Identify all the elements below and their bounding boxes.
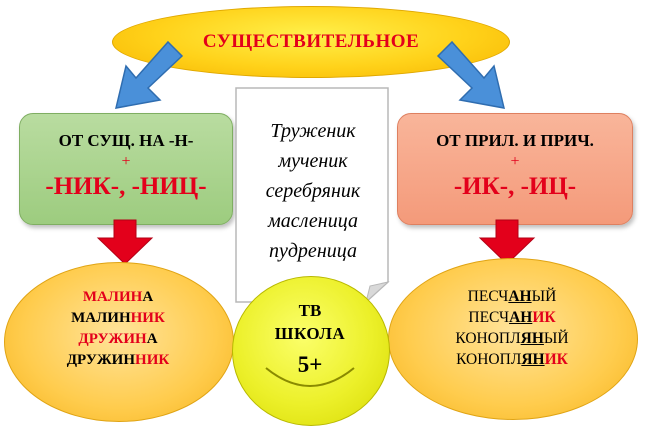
top-ellipse: СУЩЕСТВИТЕЛЬНОЕ (112, 6, 510, 78)
left-red-arrow-icon (96, 219, 154, 265)
left-rule-plus: + (121, 153, 131, 170)
smiley-logo (232, 276, 390, 426)
example-word: МАЛИННИК (71, 310, 165, 326)
logo-text: ТВ ШКОЛА 5+ (232, 300, 388, 380)
example-word: МАЛИНА (82, 289, 154, 305)
left-rule-box: ОТ СУЩ. НА -Н- + -НИК-, -НИЦ- (19, 113, 233, 225)
logo-line-grade: 5+ (297, 352, 323, 377)
left-blue-arrow-icon (115, 40, 184, 109)
logo-line-tv: ТВ (298, 301, 322, 320)
exception-word: пудреница (269, 240, 357, 262)
right-rule-plus: + (510, 153, 520, 170)
right-examples: ПЕСЧАНЫЙ ПЕСЧАНИК КОНОПЛЯНЫЙ КОНОПЛЯНИК (400, 286, 624, 370)
example-word: ПЕСЧАНЫЙ (467, 288, 557, 305)
exception-word: масленица (268, 210, 358, 232)
left-rule-suffix: -НИК-, -НИЦ- (45, 173, 207, 200)
example-word: ДРУЖИНА (78, 331, 158, 347)
left-rule-text: ОТ СУЩ. НА -Н- (58, 131, 194, 150)
logo-line-school: ШКОЛА (274, 324, 346, 343)
right-blue-arrow-icon (436, 40, 505, 109)
exception-word: Труженик (270, 120, 356, 142)
exception-word: мученик (278, 150, 348, 172)
diagram-title: СУЩЕСТВИТЕЛЬНОЕ (202, 31, 420, 52)
right-rule-box: ОТ ПРИЛ. И ПРИЧ. + -ИК-, -ИЦ- (397, 113, 633, 225)
example-word: ДРУЖИННИК (66, 352, 170, 368)
smile-icon (265, 367, 355, 387)
exceptions-list: Труженик мученик серебряник масленица пу… (238, 116, 388, 266)
example-word: КОНОПЛЯНИК (456, 351, 568, 368)
left-examples: МАЛИНА МАЛИННИК ДРУЖИНА ДРУЖИННИК (20, 287, 216, 371)
exceptions-note (235, 87, 390, 304)
right-examples-ellipse (388, 258, 638, 420)
example-word: ПЕСЧАНИК (468, 309, 556, 326)
right-rule-suffix: -ИК-, -ИЦ- (453, 173, 577, 200)
example-word: КОНОПЛЯНЫЙ (455, 330, 569, 347)
right-red-arrow-icon (478, 219, 536, 265)
exception-word: серебряник (265, 180, 361, 202)
right-rule-text: ОТ ПРИЛ. И ПРИЧ. (436, 131, 594, 150)
left-examples-ellipse (4, 262, 234, 422)
